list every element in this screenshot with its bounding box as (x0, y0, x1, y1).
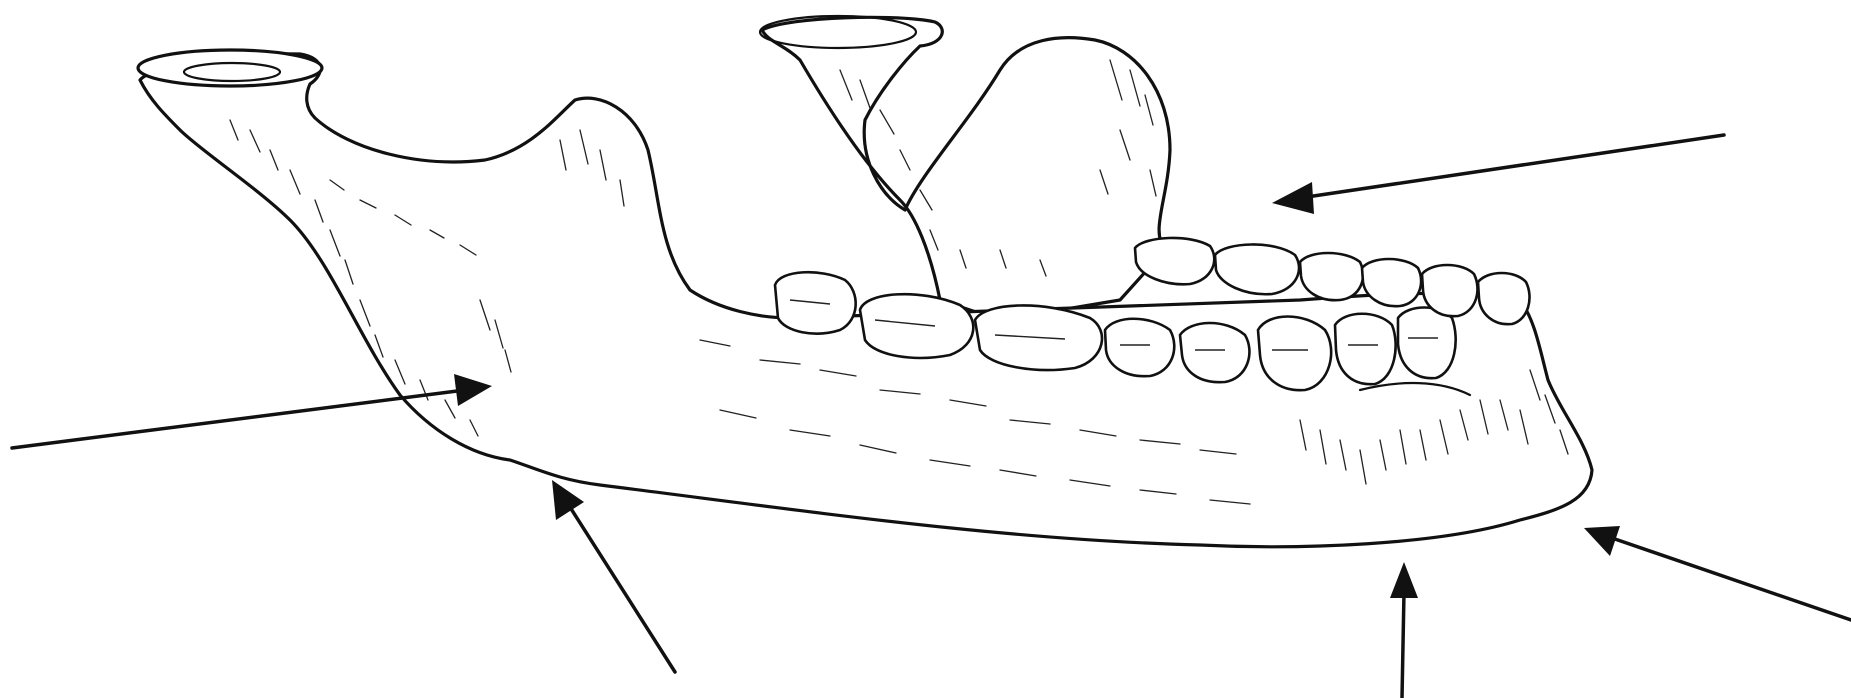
pointer-upper-right (1272, 135, 1724, 214)
far-premolar-a (1300, 253, 1363, 300)
far-molar-b (1215, 244, 1299, 294)
canine (1258, 317, 1331, 391)
incisor-central (1398, 308, 1456, 379)
premolar-1 (1180, 323, 1249, 382)
premolar-2 (1105, 319, 1174, 376)
pointer-inferior-border (1390, 562, 1418, 698)
molar-2 (860, 294, 973, 358)
pointer-angle-bottom (552, 480, 675, 672)
far-molar-a (1135, 238, 1214, 284)
incisor-lateral (1335, 314, 1396, 384)
far-canine (1422, 265, 1477, 316)
pointer-chin-right (1584, 526, 1851, 620)
